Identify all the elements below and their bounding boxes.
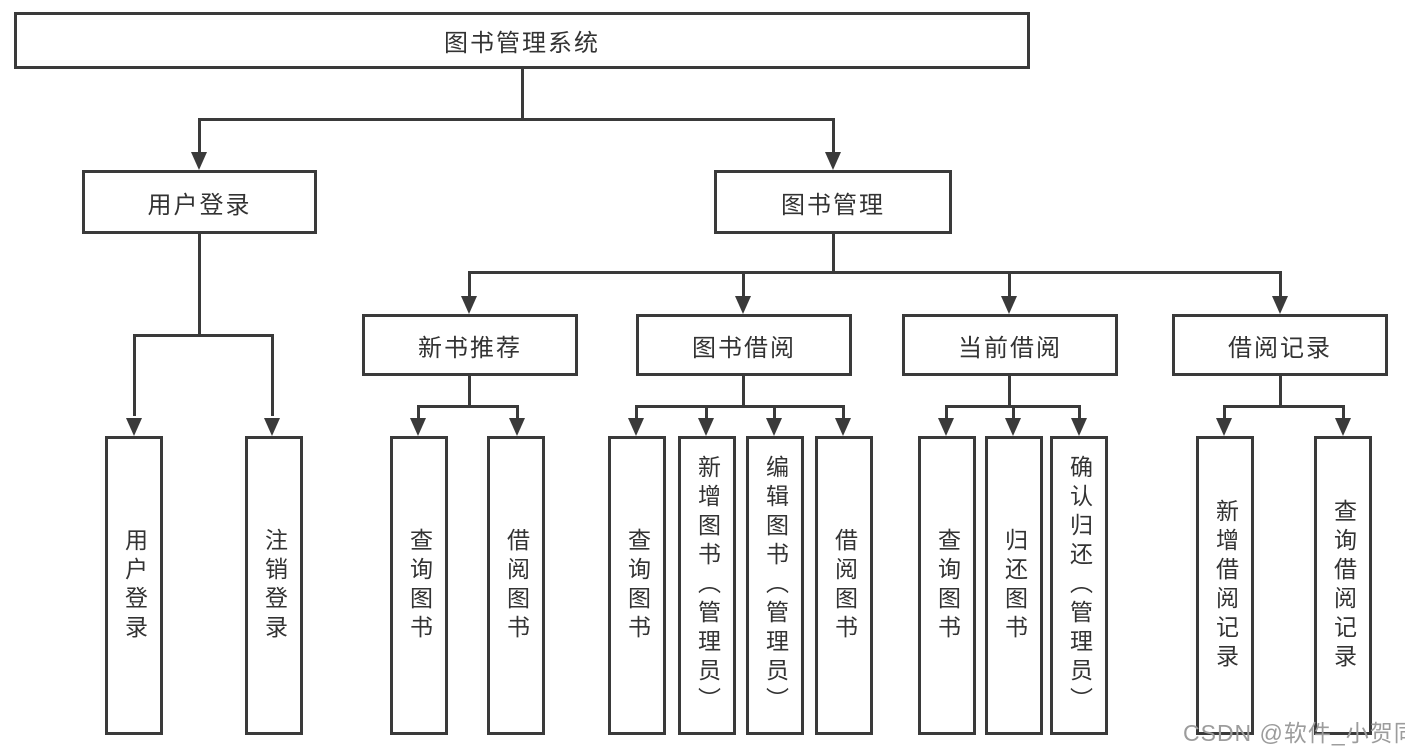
node-borrow-records: 借阅记录: [1172, 314, 1388, 376]
arrow-down-icon: [628, 418, 644, 436]
node-library-management-system: 图书管理系统: [14, 12, 1030, 69]
leaf-cb-confirm-return-admin: 确认归还（管理员）: [1050, 436, 1108, 735]
leaf-bb-borrow-books: 借阅图书: [815, 436, 873, 735]
connector-line: [1008, 271, 1011, 297]
arrow-down-icon: [264, 418, 280, 436]
node-current-borrowing: 当前借阅: [902, 314, 1118, 376]
connector-line: [468, 376, 471, 407]
arrow-down-icon: [735, 296, 751, 314]
arrow-down-icon: [191, 152, 207, 170]
arrow-down-icon: [461, 296, 477, 314]
leaf-bb-add-books-admin: 新增图书（管理员）: [678, 436, 736, 735]
connector-line: [521, 69, 524, 120]
node-book-borrowing: 图书借阅: [636, 314, 852, 376]
leaf-br-query-record: 查询借阅记录: [1314, 436, 1372, 735]
connector-line: [271, 334, 274, 416]
connector-line: [516, 405, 519, 418]
arrow-down-icon: [1272, 296, 1288, 314]
leaf-cb-query-books: 查询图书: [918, 436, 976, 735]
connector-line: [133, 334, 136, 416]
connector-line: [198, 118, 201, 154]
connector-line: [1223, 405, 1226, 418]
connector-line: [468, 271, 471, 297]
connector-line: [417, 405, 420, 418]
arrow-down-icon: [825, 152, 841, 170]
arrow-down-icon: [766, 418, 782, 436]
connector-line: [1279, 271, 1282, 297]
connector-line: [133, 334, 274, 337]
connector-line: [842, 405, 845, 418]
leaf-cb-return-books: 归还图书: [985, 436, 1043, 735]
arrow-down-icon: [1005, 418, 1021, 436]
connector-line: [705, 405, 708, 418]
leaf-logout: 注销登录: [245, 436, 303, 735]
connector-line: [1012, 405, 1015, 418]
connector-line: [468, 271, 1282, 274]
arrow-down-icon: [835, 418, 851, 436]
connector-line: [417, 405, 519, 408]
arrow-down-icon: [1071, 418, 1087, 436]
arrow-down-icon: [509, 418, 525, 436]
arrow-down-icon: [126, 418, 142, 436]
arrow-down-icon: [410, 418, 426, 436]
connector-line: [832, 118, 835, 154]
arrow-down-icon: [1001, 296, 1017, 314]
arrow-down-icon: [1216, 418, 1232, 436]
leaf-nb-borrow-books: 借阅图书: [487, 436, 545, 735]
leaf-nb-query-books: 查询图书: [390, 436, 448, 735]
node-user-login: 用户登录: [82, 170, 317, 234]
leaf-bb-edit-books-admin: 编辑图书（管理员）: [746, 436, 804, 735]
connector-line: [832, 234, 835, 273]
arrow-down-icon: [938, 418, 954, 436]
arrow-down-icon: [1335, 418, 1351, 436]
connector-line: [635, 405, 638, 418]
connector-line: [945, 405, 948, 418]
connector-line: [1342, 405, 1345, 418]
leaf-user-login: 用户登录: [105, 436, 163, 735]
connector-line: [1078, 405, 1081, 418]
connector-line: [198, 118, 835, 121]
csdn-watermark: CSDN @软件_小贺同学: [1183, 720, 1405, 746]
leaf-br-add-record: 新增借阅记录: [1196, 436, 1254, 735]
connector-line: [742, 271, 745, 297]
leaf-bb-query-books: 查询图书: [608, 436, 666, 735]
connector-line: [1008, 376, 1011, 407]
connector-line: [635, 405, 845, 408]
arrow-down-icon: [698, 418, 714, 436]
connector-line: [198, 234, 201, 337]
connector-line: [773, 405, 776, 418]
node-new-book-recommend: 新书推荐: [362, 314, 578, 376]
connector-line: [742, 376, 745, 407]
connector-line: [1223, 405, 1345, 408]
connector-line: [1279, 376, 1282, 407]
node-book-management: 图书管理: [714, 170, 952, 234]
